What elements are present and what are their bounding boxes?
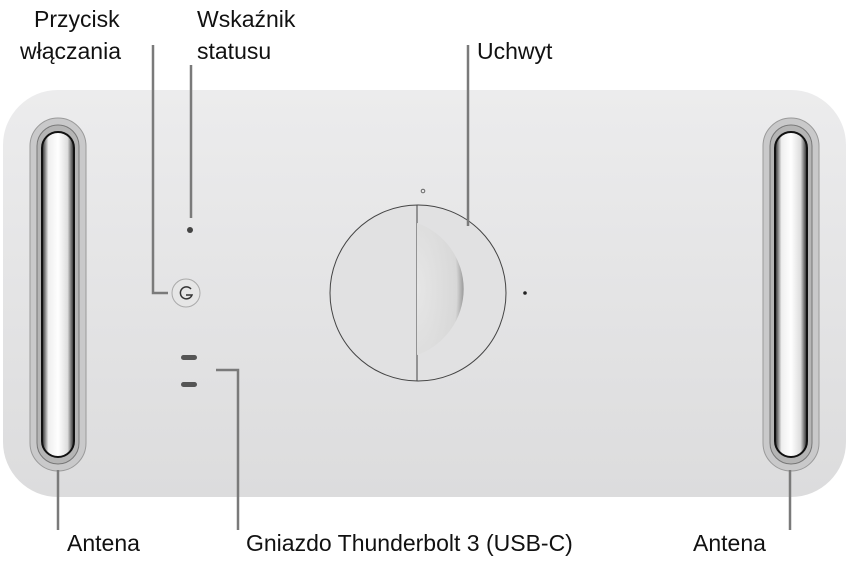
label-power-button-line1: Przycisk: [34, 6, 120, 32]
power-icon: [179, 286, 194, 300]
antenna-right-handle: [762, 117, 820, 472]
label-handle: Uchwyt: [477, 38, 553, 64]
status-indicator-light: [187, 227, 193, 233]
label-antenna-right: Antena: [693, 530, 766, 556]
power-button[interactable]: [171, 278, 201, 308]
label-status-indicator-line1: Wskaźnik: [197, 6, 296, 32]
handle-latch[interactable]: [329, 188, 527, 382]
antenna-left-handle: [29, 117, 87, 472]
label-status-indicator-line2: statusu: [197, 38, 272, 64]
label-thunderbolt-port: Gniazdo Thunderbolt 3 (USB-C): [246, 530, 573, 556]
thunderbolt-port-2[interactable]: [181, 382, 197, 387]
thunderbolt-port-1[interactable]: [181, 355, 197, 360]
leader-lines: [56, 45, 792, 530]
leader-thunderbolt: [216, 368, 240, 530]
leader-power-button: [151, 45, 168, 295]
label-antenna-left: Antena: [67, 530, 140, 556]
label-power-button-line2: włączania: [20, 38, 121, 64]
